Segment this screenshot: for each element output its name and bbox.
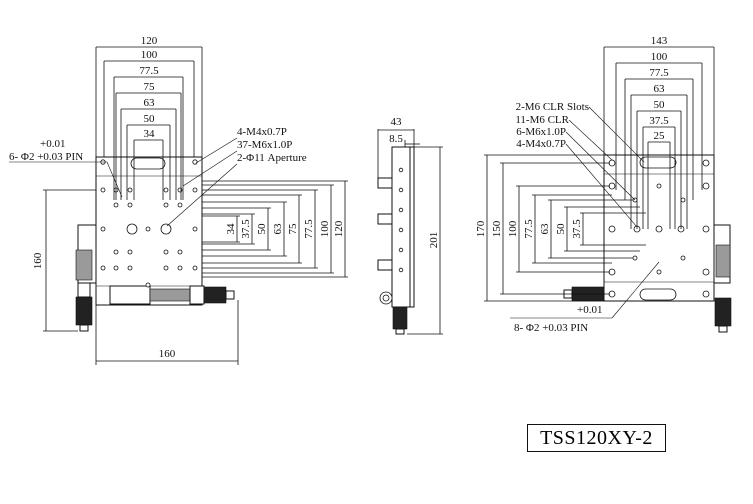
base-dim-3: 77.5	[649, 67, 669, 79]
side-micrometer	[392, 306, 408, 330]
top-dim-4: 75	[144, 81, 156, 93]
base-dim-1: 143	[651, 35, 668, 47]
model-title-block: TSS120XY-2	[527, 424, 666, 452]
top-micrometer-y	[75, 296, 93, 326]
top-dim-7: 34	[144, 128, 156, 140]
top-dim-3: 77.5	[139, 65, 159, 77]
base-callout-slots: 2-M6 CLR Slots	[516, 101, 589, 113]
top-callout-aperture: 2-Φ11 Aperture	[237, 152, 307, 164]
base-left-dim-4: 77.5	[523, 219, 535, 239]
base-left-dim-7: 37.5	[571, 219, 583, 239]
top-callout-m4: 4-M4x0.7P	[237, 126, 287, 138]
top-right-dim-8: 120	[333, 220, 345, 237]
top-pin-callout: 6- Φ2 +0.03 PIN	[9, 151, 83, 163]
top-bottom-dim: 160	[159, 348, 176, 360]
base-left-dim-3: 100	[507, 220, 519, 237]
side-dim-8-5: 8.5	[389, 133, 403, 145]
base-callout-m6: 6-M6x1.0P	[516, 126, 566, 138]
top-right-dim-5: 75	[287, 223, 299, 235]
top-pin-tolerance: +0.01	[40, 138, 65, 150]
side-view: 43 8.5 201	[377, 116, 443, 335]
top-right-dim-7: 100	[319, 220, 331, 237]
top-micrometer-x	[203, 286, 227, 304]
base-left-dim-6: 50	[555, 223, 567, 235]
base-dim-2: 100	[651, 51, 668, 63]
base-micrometer-y	[714, 297, 732, 327]
top-right-dim-2: 37.5	[240, 219, 252, 239]
base-callout-m4: 4-M4x0.7P	[516, 138, 566, 150]
base-dim-7: 25	[654, 130, 666, 142]
base-dim-4: 63	[654, 83, 666, 95]
base-left-dim-2: 150	[491, 220, 503, 237]
base-pin-callout: 8- Φ2 +0.03 PIN	[514, 322, 588, 334]
top-callout-m6: 37-M6x1.0P	[237, 139, 292, 151]
top-right-dim-3: 50	[256, 223, 268, 235]
base-view-holes	[608, 159, 710, 298]
side-view-holes	[398, 167, 404, 273]
base-dim-6: 37.5	[649, 115, 669, 127]
top-right-dim-6: 77.5	[303, 219, 315, 239]
base-left-dim-5: 63	[539, 223, 551, 235]
base-slot-top	[639, 156, 677, 169]
top-dim-2: 100	[141, 49, 158, 61]
top-right-dim-4: 63	[272, 223, 284, 235]
top-dim-5: 63	[144, 97, 156, 109]
top-dim-6: 50	[144, 113, 156, 125]
base-slot-bottom	[639, 288, 677, 301]
base-callout-clr: 11-M6 CLR	[515, 114, 569, 126]
top-dim-1: 120	[141, 35, 158, 47]
side-dim-201: 201	[428, 232, 440, 249]
side-dim-43: 43	[391, 116, 403, 128]
base-left-dim-1: 170	[475, 220, 487, 237]
base-view: 143 100 77.5 63 50 37.5 25 2-M6 CLR Slot…	[475, 35, 732, 334]
top-left-dim: 160	[32, 252, 44, 269]
base-pin-tolerance: +0.01	[577, 304, 602, 316]
base-dim-5: 50	[654, 99, 666, 111]
top-right-dim-1: 34	[225, 223, 237, 235]
top-aperture-slot	[130, 157, 166, 170]
top-center-aperture	[126, 223, 138, 235]
top-view: 120 100 77.5 75 63 50 34 +0.01 6- Φ2 +0.…	[9, 35, 348, 365]
